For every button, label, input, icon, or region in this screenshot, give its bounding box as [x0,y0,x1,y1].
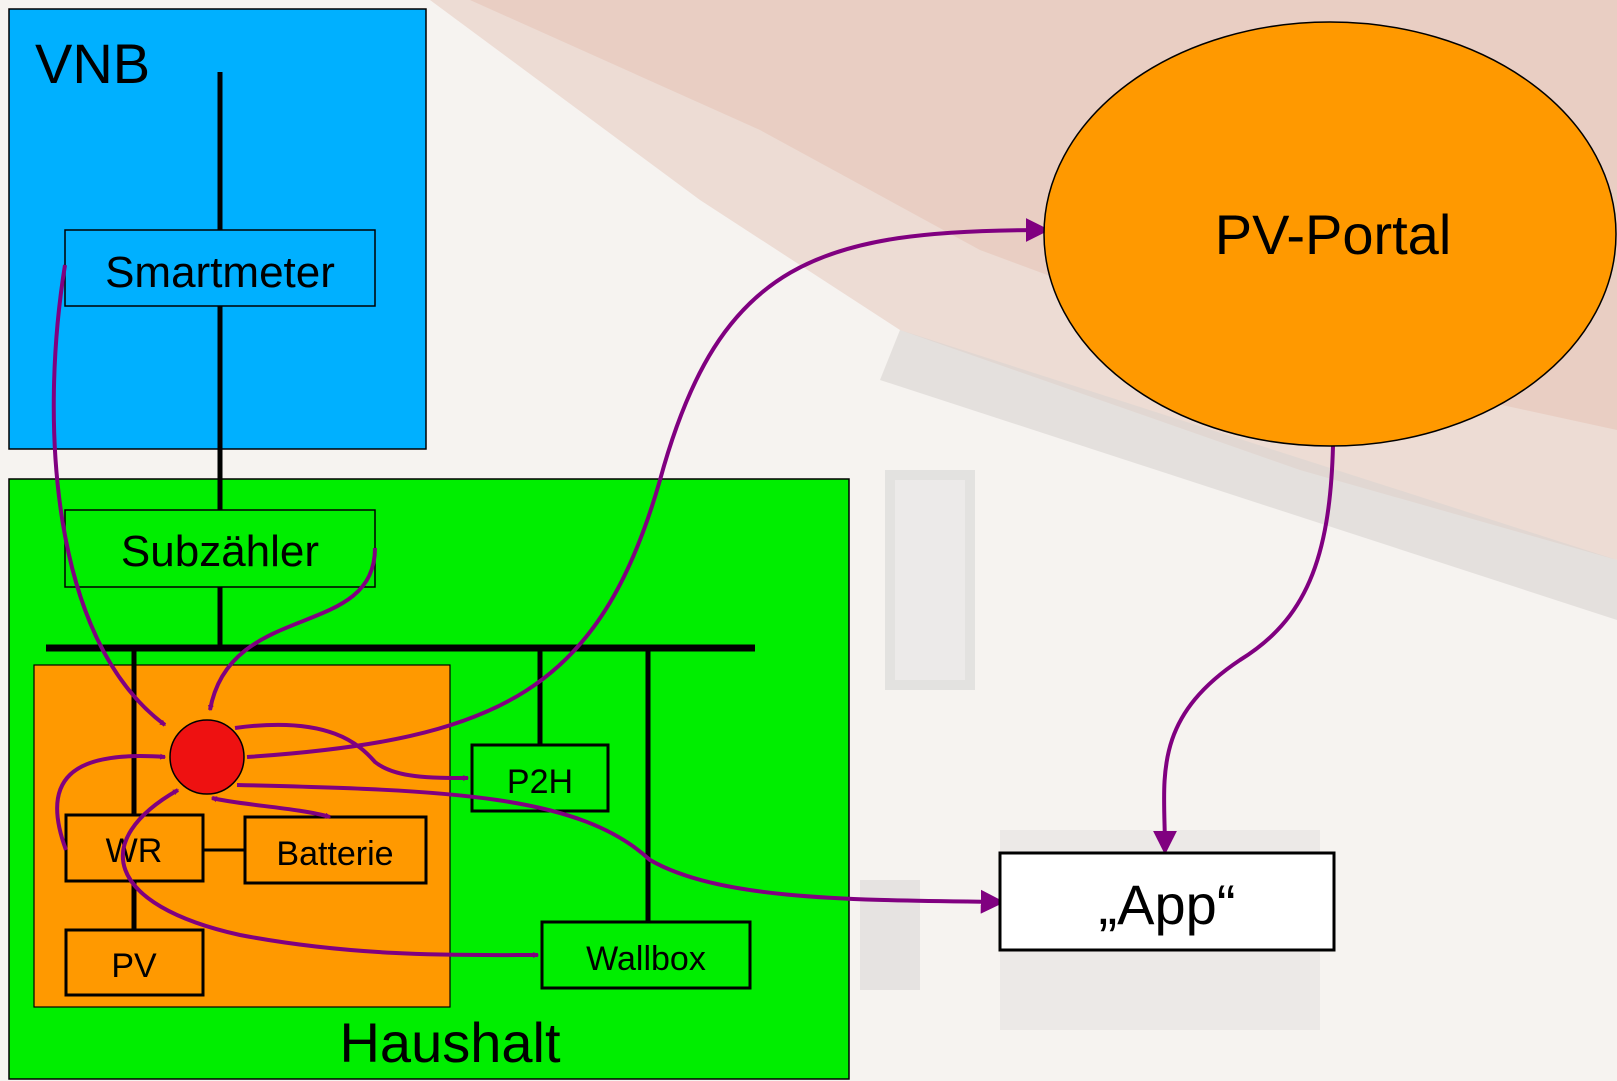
smartmeter-box[interactable] [64,229,376,307]
app-box[interactable] [998,851,1336,952]
data-flows [51,218,1335,959]
power-lines [46,72,755,930]
wr-label: WR [106,832,163,870]
p2h-label: P2H [507,763,573,801]
subzaehler-box[interactable] [64,509,376,588]
haushalt-zone-label: Haushalt [339,1011,560,1074]
controller-node[interactable] [169,719,245,795]
flow-subzaehler-to-controller [207,547,377,712]
wallbox-label: Wallbox [586,940,706,978]
pv-portal-label: PV-Portal [1215,203,1452,266]
flow-wr-to-controller [55,753,167,851]
pv-label: PV [111,947,157,985]
flow-controller-to-pv-portal [246,218,1050,759]
smartmeter-label: Smartmeter [105,248,335,297]
flow-controller-to-wallbox [121,788,540,959]
app-label: „App“ [1099,873,1236,936]
wallbox-box[interactable] [540,920,752,990]
subzaehler-label: Subzähler [121,527,319,576]
flow-smartmeter-to-controller [51,264,167,727]
flow-controller-to-app [236,783,1005,914]
flow-pv-portal-to-app [1152,445,1335,855]
flow-controller-to-p2h [234,722,470,781]
p2h-box[interactable] [470,743,610,813]
vnb-zone-label: VNB [35,32,150,95]
pv-portal-ellipse[interactable] [1043,21,1617,447]
batterie-label: Batterie [276,835,393,873]
